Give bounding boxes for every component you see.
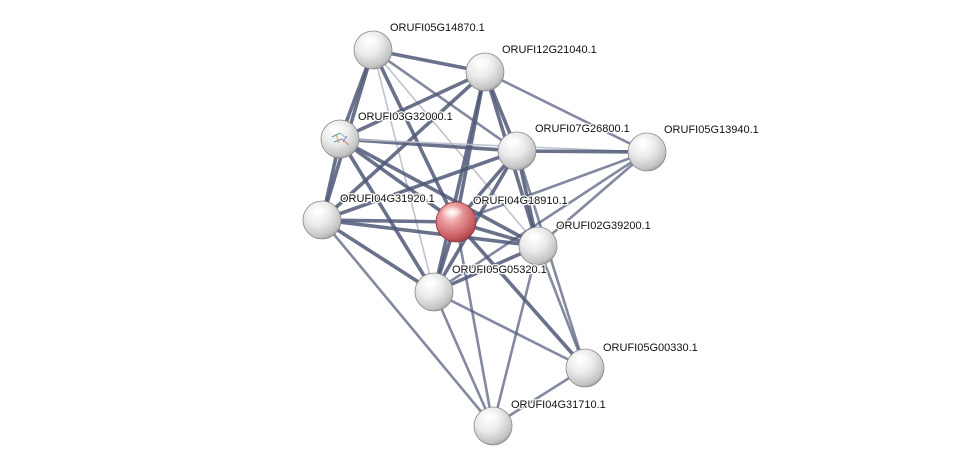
node-highlight bbox=[633, 136, 655, 149]
protein-node[interactable] bbox=[473, 406, 513, 446]
node-highlight bbox=[524, 230, 546, 243]
protein-structure-icon bbox=[331, 132, 350, 146]
node-label: ORUFI05G14870.1 bbox=[390, 22, 485, 34]
protein-node[interactable] bbox=[565, 348, 605, 388]
edge-n1-n9[interactable] bbox=[372, 49, 435, 293]
protein-node[interactable] bbox=[302, 200, 342, 240]
node-label: ORUFI03G32000.1 bbox=[358, 111, 453, 123]
node-highlight bbox=[308, 204, 330, 217]
edge-n5-n7[interactable] bbox=[454, 150, 649, 224]
query-node[interactable] bbox=[435, 201, 477, 243]
edge-n7-n10[interactable] bbox=[454, 220, 587, 370]
node-label: ORUFI04G31920.1 bbox=[340, 193, 435, 205]
protein-node[interactable] bbox=[627, 132, 667, 172]
node-label: ORUFI04G31710.1 bbox=[511, 399, 606, 411]
protein-node[interactable] bbox=[353, 30, 393, 70]
node-label: ORUFI12G21040.1 bbox=[502, 44, 597, 56]
node-label: ORUFI05G13940.1 bbox=[664, 124, 759, 136]
edge-n8-n11[interactable] bbox=[491, 244, 540, 428]
protein-node[interactable] bbox=[465, 52, 505, 92]
node-label: ORUFI05G05320.1 bbox=[452, 264, 547, 276]
protein-node[interactable] bbox=[518, 226, 558, 266]
node-label: ORUFI02G39200.1 bbox=[556, 220, 651, 232]
edge-n7-n11[interactable] bbox=[454, 220, 495, 428]
edge-n4-n6[interactable] bbox=[320, 149, 519, 222]
node-highlight bbox=[503, 135, 525, 148]
edge-n5-n8[interactable] bbox=[536, 150, 649, 248]
edge-n1-n4[interactable] bbox=[371, 48, 519, 153]
edge-n6-n11[interactable] bbox=[320, 218, 495, 428]
node-highlight bbox=[326, 123, 348, 136]
label-layer: ORUFI05G14870.1ORUFI12G21040.1ORUFI03G32… bbox=[339, 21, 760, 413]
edge-n8-n10[interactable] bbox=[536, 244, 587, 370]
edge-n2-n9[interactable] bbox=[432, 70, 487, 294]
edge-n4-n5[interactable] bbox=[515, 149, 649, 154]
edge-n6-n9[interactable] bbox=[320, 218, 436, 294]
node-highlight bbox=[359, 34, 381, 47]
edge-n2-n5[interactable] bbox=[483, 70, 649, 154]
node-highlight bbox=[441, 206, 464, 218]
node-layer bbox=[302, 30, 667, 446]
protein-node[interactable] bbox=[414, 272, 454, 312]
node-label: ORUFI07G26800.1 bbox=[535, 123, 630, 135]
edge-n3-n8[interactable] bbox=[338, 137, 540, 248]
edge-n3-n7[interactable] bbox=[338, 137, 458, 224]
node-label: ORUFI05G00330.1 bbox=[603, 342, 698, 354]
edge-n2-n6[interactable] bbox=[320, 70, 487, 222]
edge-n9-n11[interactable] bbox=[432, 290, 495, 428]
edge-n3-n9[interactable] bbox=[338, 137, 436, 294]
node-highlight bbox=[471, 56, 493, 69]
edge-n6-n8[interactable] bbox=[320, 218, 540, 248]
node-highlight bbox=[479, 410, 501, 423]
edge-n9-n10[interactable] bbox=[432, 290, 587, 370]
node-label: ORUFI04G18910.1 bbox=[473, 195, 568, 207]
node-highlight bbox=[571, 352, 593, 365]
edge-n6-n7[interactable] bbox=[320, 218, 458, 224]
protein-node[interactable] bbox=[320, 119, 360, 159]
protein-node[interactable] bbox=[497, 131, 537, 171]
edge-n5-n9[interactable] bbox=[432, 150, 649, 294]
edge-n2-n3[interactable] bbox=[338, 70, 487, 141]
node-highlight bbox=[420, 276, 442, 289]
